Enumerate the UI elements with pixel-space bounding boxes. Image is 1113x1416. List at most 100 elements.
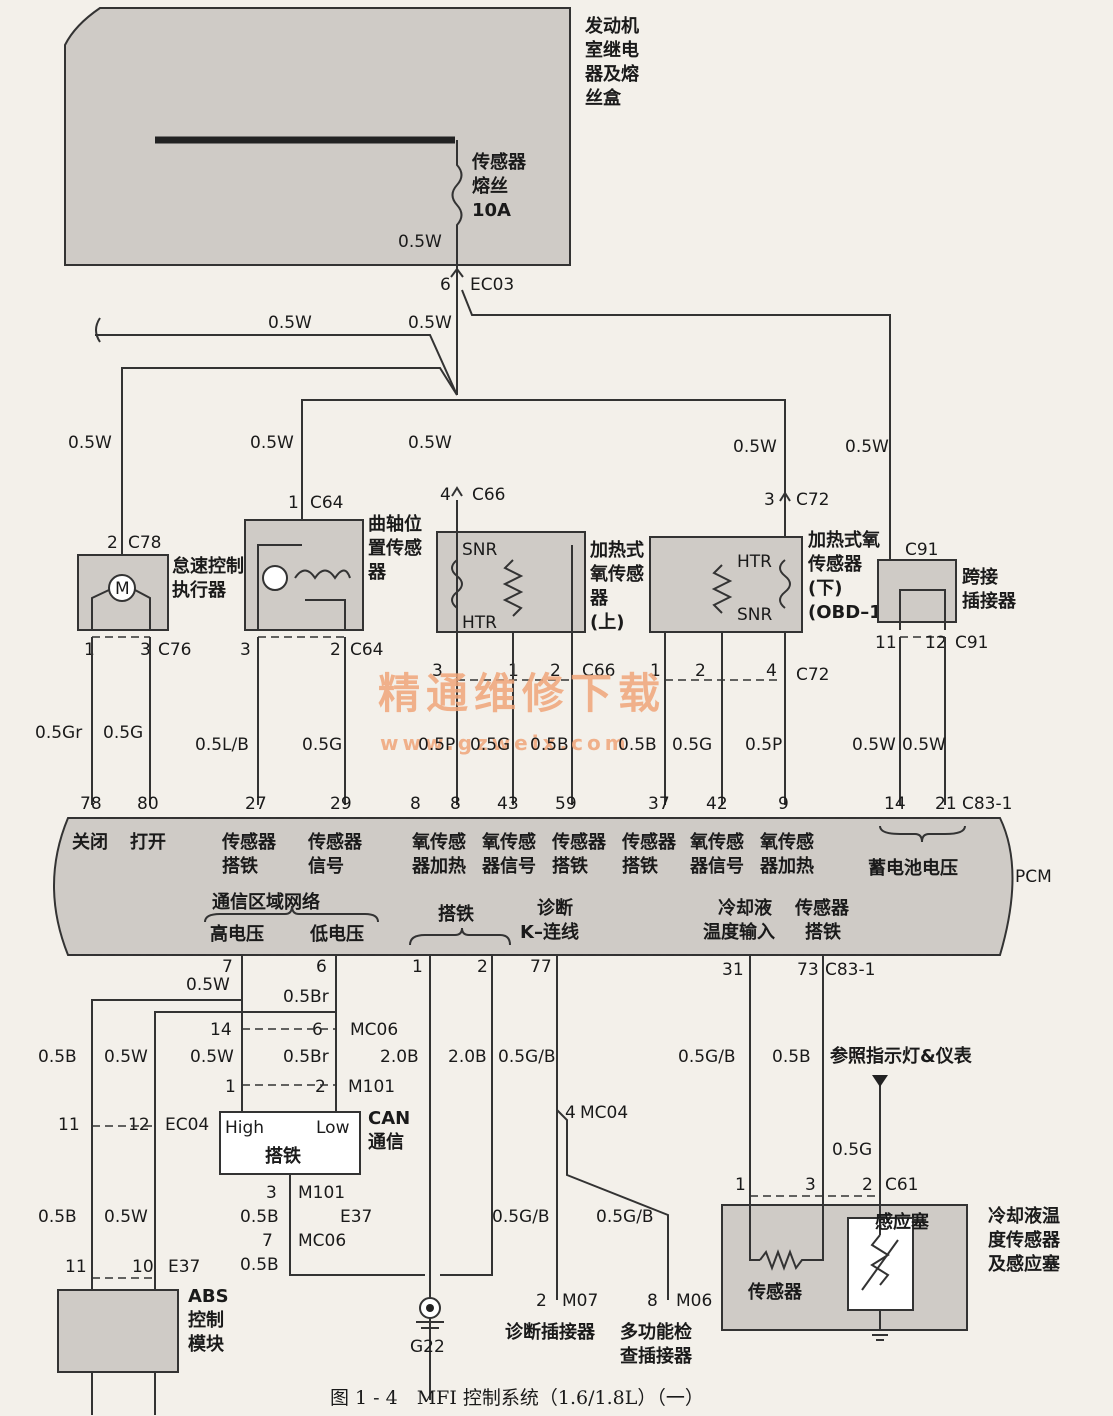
branch-wire-left <box>95 334 458 396</box>
wire-label: 2.0B <box>380 1047 419 1067</box>
svg-text:蓄电池电压: 蓄电池电压 <box>868 857 958 879</box>
svg-text:传感器搭铁: 传感器搭铁 <box>794 897 850 943</box>
pin-label: 1 <box>650 661 661 681</box>
connector-label: M101 <box>298 1183 345 1203</box>
coolant-sensor-label: 冷却液温 度传感器 及感应塞 <box>988 1205 1066 1275</box>
pin-label: 3 <box>805 1175 816 1195</box>
wire-label: 0.5W <box>250 433 294 453</box>
branch-wire-crank <box>301 399 786 555</box>
branch-wire-idle <box>121 367 458 555</box>
pin-label: 12 <box>925 633 947 653</box>
coolant-sensor-part-label: 传感器 <box>747 1281 803 1303</box>
pin-label: 2 <box>330 640 341 660</box>
svg-text:2: 2 <box>477 957 488 977</box>
pin-label: 3 <box>432 661 443 681</box>
connector-label: C66 <box>472 485 506 505</box>
connector-label: C78 <box>128 533 162 553</box>
wire-label: 0.5W <box>845 437 889 457</box>
pin-label: 2 <box>862 1175 873 1195</box>
can-label: CAN 通信 <box>368 1108 417 1153</box>
can-high-label: High <box>225 1118 264 1138</box>
pin-label: 3 <box>140 640 151 660</box>
svg-text:1: 1 <box>412 957 423 977</box>
pcm-top-pins: 78 80 27 29 8 8 43 59 37 42 9 14 21 C83-… <box>80 794 1012 814</box>
wire-label: 0.5G/B <box>492 1207 550 1227</box>
htr-label: HTR <box>737 552 772 572</box>
wire-label: 0.5W <box>902 735 946 755</box>
svg-text:9: 9 <box>778 794 789 814</box>
svg-text:传感器搭铁: 传感器搭铁 <box>621 831 677 877</box>
connector-label: M101 <box>348 1077 395 1097</box>
pin-label: 6 <box>440 275 451 295</box>
svg-text:传感器搭铁: 传感器搭铁 <box>221 831 277 877</box>
pin-label: 1 <box>225 1077 236 1097</box>
wire-label: 0.5W <box>104 1207 148 1227</box>
wire-label: 0.5Br <box>283 1047 329 1067</box>
abs-module-label: ABS 控制 模块 <box>188 1286 235 1355</box>
crank-coil-symbol <box>294 569 351 580</box>
connector-label: M07 <box>562 1291 598 1311</box>
pin-label: 12 <box>128 1115 150 1135</box>
svg-text:C83-1: C83-1 <box>825 960 875 980</box>
pin-label: 1 <box>288 493 299 513</box>
svg-text:37: 37 <box>648 794 670 814</box>
connector-label: C64 <box>350 640 384 660</box>
sender-label: 感应塞 <box>875 1211 930 1233</box>
pin-label: 2 <box>536 1291 547 1311</box>
wire-label: 0.5Gr <box>35 723 82 743</box>
connector-label: MC04 <box>580 1103 628 1123</box>
crank-sensor-label: 曲轴位 置传感 器 <box>367 513 428 583</box>
pin-label: 1 <box>735 1175 746 1195</box>
fuse-label: 传感器 熔丝 10A <box>471 151 532 221</box>
wire-label: 0.5P <box>745 735 782 755</box>
svg-text:73: 73 <box>797 960 819 980</box>
wire-label: 0.5B <box>240 1255 279 1275</box>
wire-label: 0.5B <box>38 1047 77 1067</box>
svg-text:传感器信号: 传感器信号 <box>307 831 363 877</box>
connector-label: E37 <box>168 1257 200 1277</box>
wire-label: 0.5W <box>186 975 230 995</box>
wire-label: 0.5W <box>408 313 452 333</box>
connector-label: E37 <box>340 1207 372 1227</box>
pcm-upper-wires <box>91 500 946 805</box>
pin-label: 10 <box>132 1257 154 1277</box>
svg-text:冷却液温度输入: 冷却液温度输入 <box>703 897 775 943</box>
wire-label: 0.5G <box>672 735 712 755</box>
svg-text:59: 59 <box>555 794 577 814</box>
wire-label: 0.5B <box>240 1207 279 1227</box>
wire-label: 0.5G/B <box>678 1047 736 1067</box>
pin-label: 14 <box>210 1020 232 1040</box>
svg-text:氧传感器信号: 氧传感器信号 <box>689 831 744 877</box>
wire-label: 0.5G <box>103 723 143 743</box>
svg-text:7: 7 <box>222 957 233 977</box>
wire-label: 0.5G <box>832 1140 872 1160</box>
wire-label: 0.5W <box>398 232 442 252</box>
watermark: 精通维修下载 <box>378 669 666 718</box>
svg-text:31: 31 <box>722 960 744 980</box>
svg-text:29: 29 <box>330 794 352 814</box>
wire-label: 0.5P <box>418 735 455 755</box>
wire-label: 0.5G <box>302 735 342 755</box>
connector-label: EC03 <box>470 275 514 295</box>
wire-label: 0.5W <box>852 735 896 755</box>
svg-text:传感器搭铁: 传感器搭铁 <box>551 831 607 877</box>
svg-text:关闭: 关闭 <box>72 831 108 853</box>
pin-label: 2 <box>550 661 561 681</box>
svg-text:8: 8 <box>410 794 421 814</box>
pin-label: 2 <box>695 661 706 681</box>
pcm-pin-labels: 关闭 打开 传感器搭铁 传感器信号 氧传感器加热 氧传感器信号 传感器搭铁 传感… <box>72 825 966 946</box>
htr-label: HTR <box>462 613 497 633</box>
ref-arrow <box>872 1075 888 1087</box>
svg-text:氧传感器信号: 氧传感器信号 <box>481 831 536 877</box>
pin-label: 3 <box>764 490 775 510</box>
relay-box-title: 发动机 室继电 器及熔 丝盒 <box>584 15 645 109</box>
pin-label: 1 <box>84 640 95 660</box>
wire-label: 0.5B <box>38 1207 77 1227</box>
wire-label: 0.5B <box>530 735 569 755</box>
wire-label: 0.5G/B <box>596 1207 654 1227</box>
pin-label: 3 <box>266 1183 277 1203</box>
wire-label: 0.5W <box>733 437 777 457</box>
wire-label: 2.0B <box>448 1047 487 1067</box>
connector-label: C91 <box>955 633 989 653</box>
svg-text:80: 80 <box>137 794 159 814</box>
